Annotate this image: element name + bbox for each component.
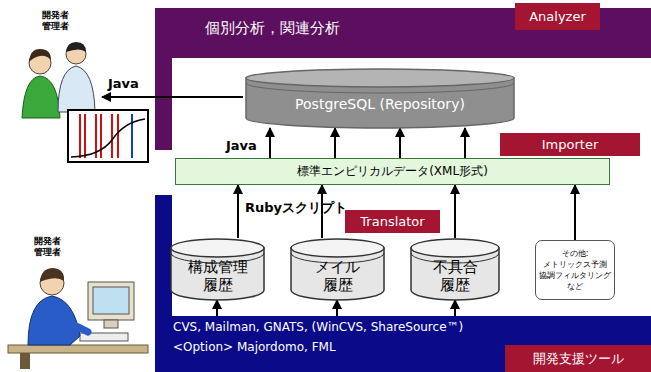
- script-label: Rubyスクリプト: [245, 199, 347, 217]
- label-holder: Java: [226, 138, 257, 153]
- node-text: CVS, Mailman, GNATS, (WinCVS, ShareSourc…: [173, 317, 651, 337]
- history-cylinder: 構成管理 履歴: [170, 238, 265, 300]
- flow-arrow: [269, 128, 271, 158]
- label-holder: Java: [108, 76, 139, 91]
- node-text: その他: メトリックス予測 協調フィルタリング など: [538, 248, 612, 292]
- node-text: Translator: [360, 214, 424, 229]
- text-holder: その他: メトリックス予測 協調フィルタリング など: [538, 248, 612, 292]
- flow-arrow: [454, 185, 456, 238]
- flow-arrow: [464, 128, 466, 158]
- flow-arrow: [399, 128, 401, 158]
- text-holder: メイル 履歴: [305, 258, 371, 294]
- dev-tools-tag: 開発支援ツール: [505, 345, 651, 372]
- text-holder: Importer: [542, 137, 599, 152]
- importer-tag: Importer: [500, 133, 640, 156]
- text-holder: 開発支援ツール: [533, 350, 624, 368]
- flow-arrow: [574, 185, 576, 240]
- history-cylinder: メイル 履歴: [290, 238, 385, 300]
- language-label: Java: [108, 76, 139, 91]
- text-holder: 不具合 履歴: [422, 258, 488, 294]
- node-text: メイル 履歴: [305, 258, 371, 294]
- translator-tag: Translator: [345, 210, 440, 233]
- text-holder: Analyzer: [529, 9, 586, 24]
- data-format-box: 標準エンピリカルデータ(XML形式): [175, 158, 610, 185]
- text-holder: 標準エンピリカルデータ(XML形式): [297, 163, 488, 180]
- label-holder: Rubyスクリプト: [245, 199, 347, 217]
- node-text: Analyzer: [529, 9, 586, 24]
- label-holder: 開発者 管理者: [30, 236, 64, 258]
- repository-cylinder: PostgreSQL (Repository): [245, 68, 515, 128]
- text-holder: PostgreSQL (Repository): [295, 96, 465, 112]
- language-label: Java: [226, 138, 257, 153]
- node-text: 開発支援ツール: [533, 350, 624, 368]
- node-text: PostgreSQL (Repository): [295, 96, 465, 112]
- text-holder: Translator: [360, 214, 424, 229]
- node-text: 標準エンピリカルデータ(XML形式): [297, 163, 488, 180]
- node-text: Importer: [542, 137, 599, 152]
- analyst-illustration: [22, 42, 148, 162]
- flow-arrow: [336, 300, 338, 316]
- java-output-arrow: [102, 96, 243, 98]
- other-tools-box: その他: メトリックス予測 協調フィルタリング など: [535, 240, 615, 300]
- node-text: 不具合 履歴: [422, 258, 488, 294]
- node-text: 構成管理 履歴: [185, 258, 251, 294]
- tool-band: CVS, Mailman, GNATS, (WinCVS, ShareSourc…: [155, 195, 651, 372]
- label-holder: 開発者 管理者: [38, 10, 72, 32]
- tool-band-shape: [155, 195, 651, 372]
- role-label: 開発者 管理者: [38, 10, 72, 32]
- flow-arrow: [216, 300, 218, 316]
- flow-arrow: [454, 300, 456, 316]
- text-holder: 構成管理 履歴: [185, 258, 251, 294]
- developer-illustration: [8, 268, 148, 369]
- flow-arrow: [334, 128, 336, 158]
- history-cylinder: 不具合 履歴: [410, 238, 500, 300]
- role-label: 開発者 管理者: [30, 236, 64, 258]
- flow-arrow: [237, 185, 239, 238]
- analyzer-tag: Analyzer: [515, 3, 600, 30]
